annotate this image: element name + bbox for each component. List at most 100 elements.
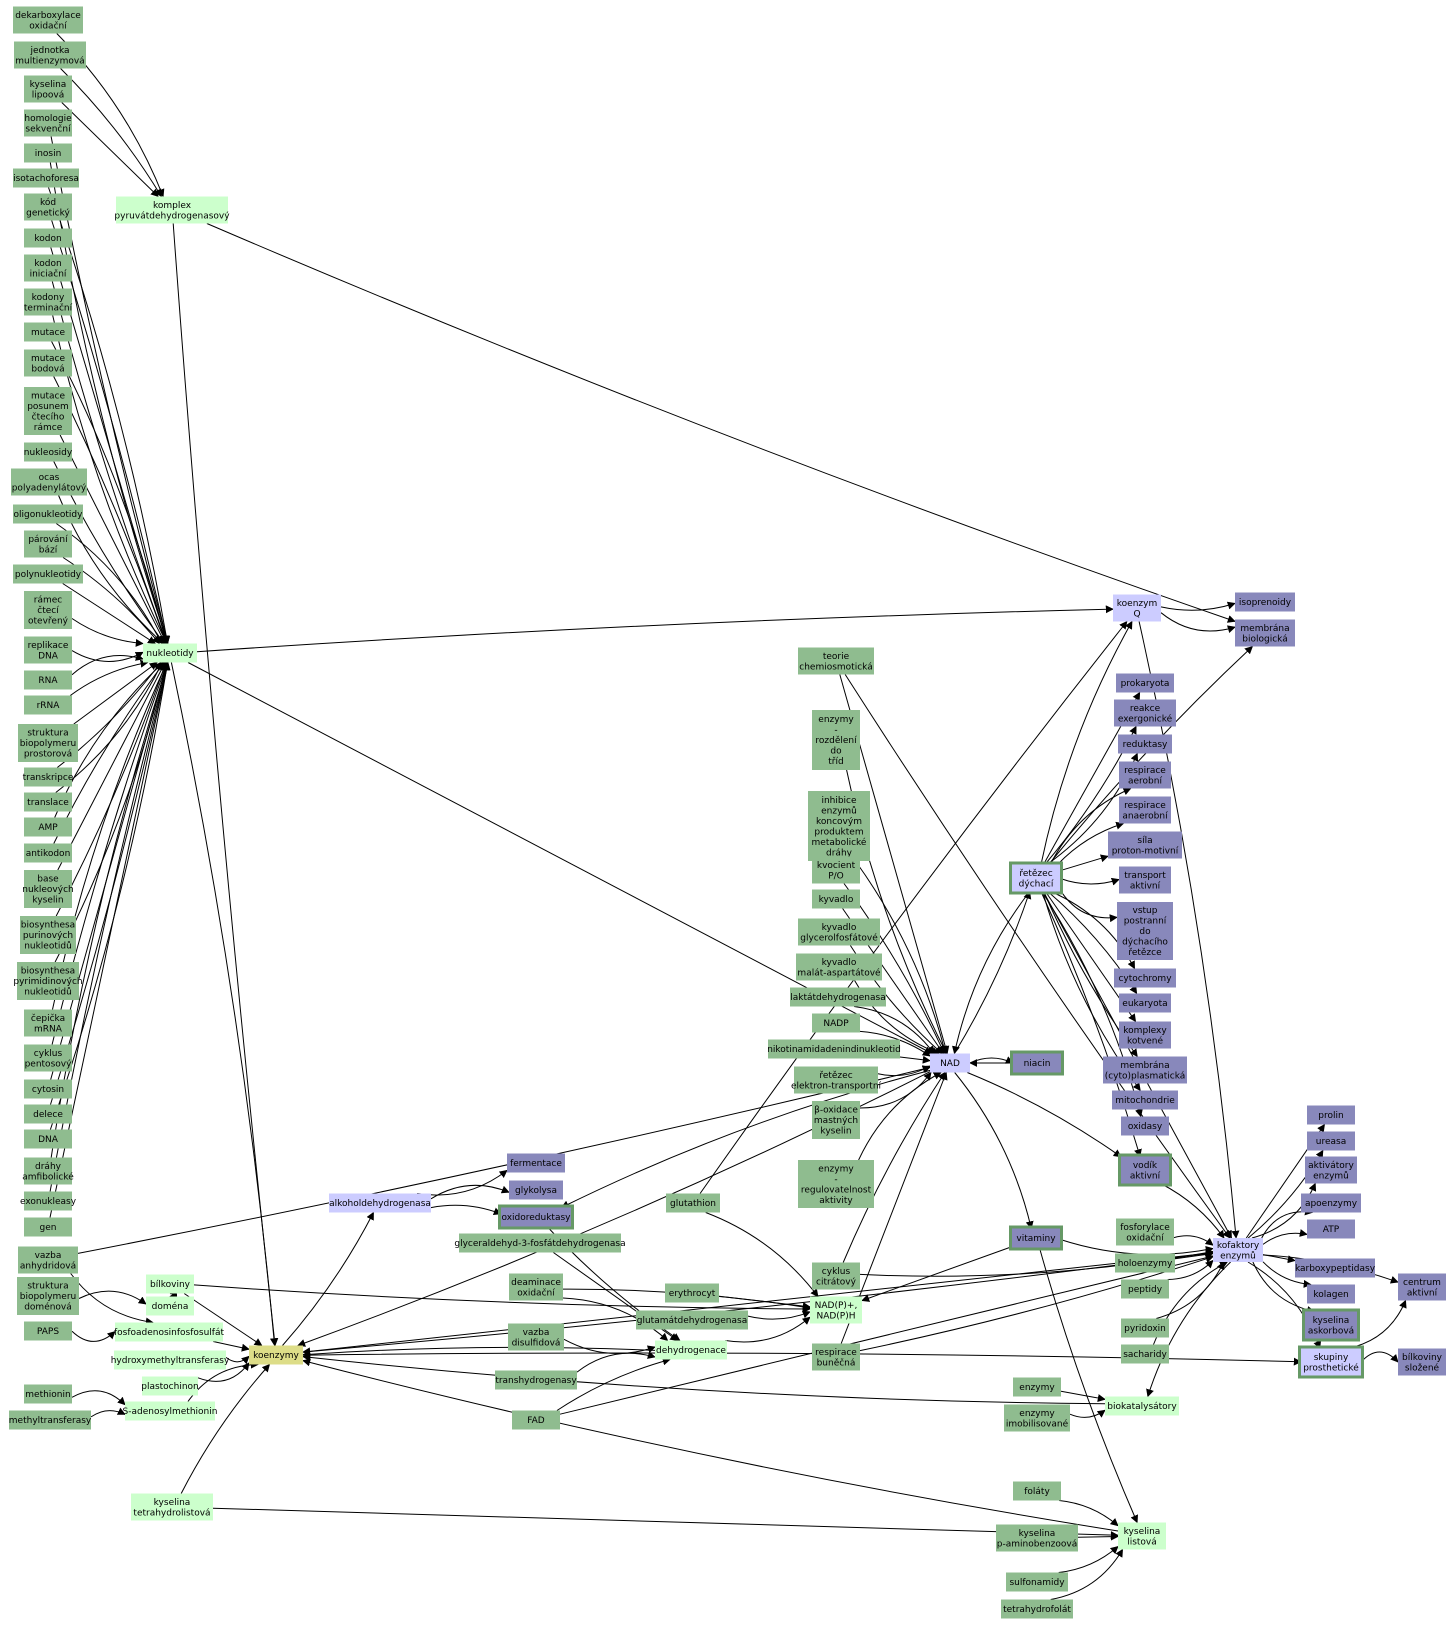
node-holoenzymy[interactable]: holoenzymy: [1115, 1253, 1175, 1273]
node-oligonukl[interactable]: oligonukleotidy: [13, 504, 83, 524]
node-reduktasy[interactable]: reduktasy: [1118, 734, 1172, 754]
node-sacharidy[interactable]: sacharidy: [1121, 1344, 1169, 1364]
node-kyvadlo[interactable]: kyvadlo: [812, 889, 860, 909]
node-gen[interactable]: gen: [24, 1217, 72, 1237]
node-glutathion[interactable]: glutathion: [666, 1193, 720, 1213]
node-methionin[interactable]: methionin: [24, 1384, 72, 1404]
node-prolin[interactable]: prolin: [1307, 1105, 1355, 1125]
node-transhydro[interactable]: transhydrogenasy: [495, 1370, 577, 1390]
node-vitaminy[interactable]: vitaminy: [1009, 1225, 1063, 1251]
node-apoenzymy[interactable]: apoenzymy: [1301, 1193, 1361, 1213]
node-cytochromy[interactable]: cytochromy: [1114, 968, 1176, 988]
node-dna[interactable]: DNA: [24, 1129, 72, 1149]
node-methyltr[interactable]: methyltransferasy: [9, 1410, 92, 1430]
node-dehydrogenace[interactable]: dehydrogenace: [655, 1340, 727, 1360]
node-nukleosidy[interactable]: nukleosidy: [24, 442, 73, 462]
node-alkoholdh[interactable]: alkoholdehydrogenasa: [329, 1193, 431, 1213]
node-nad[interactable]: NAD: [930, 1053, 970, 1073]
node-delece[interactable]: delece: [24, 1104, 72, 1124]
node-plastochinon[interactable]: plastochinon: [141, 1376, 199, 1396]
node-translace[interactable]: translace: [24, 792, 72, 812]
node-koenzymy[interactable]: koenzymy: [249, 1345, 303, 1365]
node-domena[interactable]: doména: [146, 1296, 194, 1316]
node-exonukl[interactable]: exonukleasy: [20, 1191, 77, 1211]
node-atp[interactable]: ATP: [1307, 1219, 1355, 1239]
node-oxidasy[interactable]: oxidasy: [1121, 1116, 1169, 1136]
node-erythrocyt[interactable]: erythrocyt: [665, 1283, 719, 1303]
node-eukaryota[interactable]: eukaryota: [1119, 993, 1171, 1013]
node-rna[interactable]: RNA: [24, 670, 72, 690]
node-glykolysa[interactable]: glykolysa: [509, 1180, 563, 1200]
node-bilkoviny[interactable]: bílkoviny: [146, 1274, 194, 1294]
node-enzymy2[interactable]: enzymy: [1013, 1377, 1061, 1397]
node-peptidy[interactable]: peptidy: [1121, 1279, 1169, 1299]
node-hydroxymt[interactable]: hydroxymethyltransferasy: [111, 1350, 230, 1370]
node-sadenosyl[interactable]: S-adenosylmethionin: [123, 1401, 218, 1421]
node-glyceraldh[interactable]: glyceraldehyd-3-fosfátdehydrogenasa: [454, 1233, 626, 1253]
node-membranacyto[interactable]: membrána(cyto)plasmatická: [1103, 1056, 1187, 1084]
node-glutamatdh[interactable]: glutamátdehydrogenasa: [636, 1310, 748, 1330]
node-fosfoaden[interactable]: fosfoadenosinfosfosulfát: [114, 1322, 225, 1342]
node-tetrahydrofolat[interactable]: tetrahydrofolát: [1001, 1599, 1073, 1619]
node-polynukl[interactable]: polynukleotidy: [13, 564, 83, 584]
node-paps[interactable]: PAPS: [24, 1321, 72, 1341]
node-isoprenoidy[interactable]: isoprenoidy: [1235, 592, 1295, 612]
node-inosin[interactable]: inosin: [24, 143, 72, 163]
node-cytosin[interactable]: cytosin: [24, 1079, 72, 1099]
node-ureasa[interactable]: ureasa: [1307, 1131, 1355, 1151]
node-mitochondrie[interactable]: mitochondrie: [1112, 1090, 1178, 1110]
node-mutace[interactable]: mutace: [24, 322, 72, 342]
node-pyridoxin[interactable]: pyridoxin: [1121, 1318, 1169, 1338]
node-laktatdh[interactable]: laktátdehydrogenasa: [790, 987, 886, 1007]
node-niacin[interactable]: niacin: [1010, 1050, 1064, 1076]
node-sulfonamidy[interactable]: sulfonamidy: [1006, 1572, 1068, 1592]
node-prokaryota[interactable]: prokaryota: [1116, 673, 1174, 693]
node-folaty[interactable]: foláty: [1013, 1481, 1061, 1501]
node-oxidoreduktasy[interactable]: oxidoreduktasy: [498, 1204, 574, 1230]
node-fermentace[interactable]: fermentace: [507, 1153, 565, 1173]
